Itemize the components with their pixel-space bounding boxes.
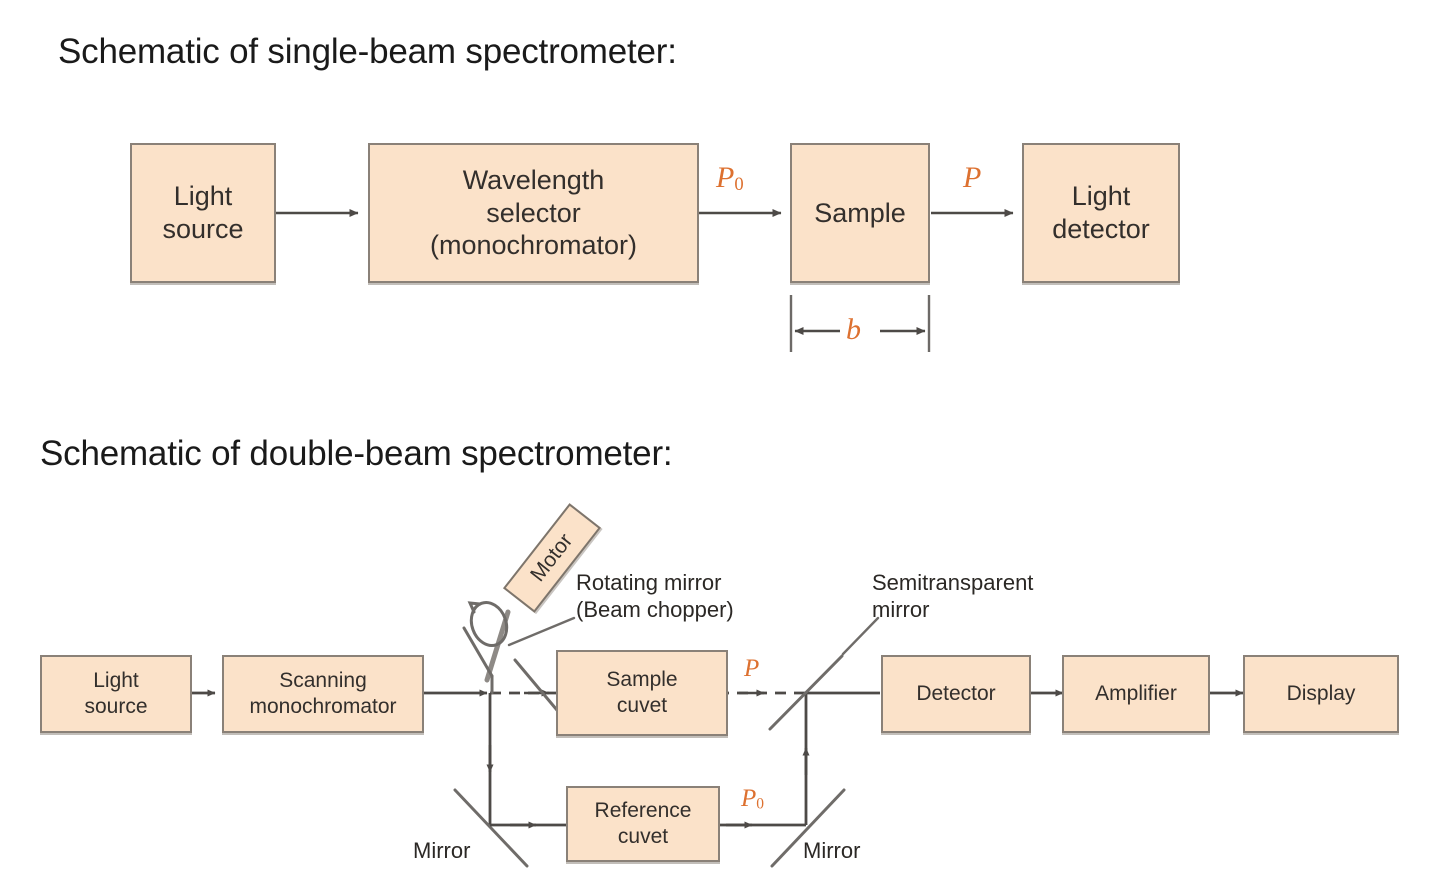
annotation-semitransparent-mirror: Semitransparent mirror (872, 570, 1033, 624)
single-beam-heading: Schematic of single-beam spectrometer: (58, 32, 677, 71)
symbol-p-double: P (744, 655, 760, 682)
annotation-line-1: Mirror (413, 838, 471, 863)
annotation-rotating-mirror: Rotating mirror (Beam chopper) (576, 570, 734, 624)
symbol-p-single: P (963, 161, 982, 194)
box-label: Motor (526, 529, 578, 586)
box-label: Sample (814, 197, 906, 228)
annotation-line-1: Rotating mirror (576, 570, 722, 595)
symbol-p-zero-single: P0 (716, 161, 744, 195)
annotation-line-1: Semitransparent (872, 570, 1034, 595)
box-detector[interactable]: Detector (881, 655, 1031, 733)
box-label: Display (1286, 682, 1356, 706)
box-sample[interactable]: Sample (790, 143, 930, 283)
box-amplifier[interactable]: Amplifier (1062, 655, 1210, 733)
box-label: Amplifier (1095, 682, 1177, 706)
double-beam-heading: Schematic of double-beam spectrometer: (40, 434, 673, 473)
box-display[interactable]: Display (1243, 655, 1399, 733)
box-label: Detector (916, 682, 996, 706)
annotation-line-1: Mirror (803, 838, 861, 863)
annotation-line-2: (Beam chopper) (576, 596, 734, 622)
symbol-p-zero-double: P0 (741, 785, 765, 813)
annotation-line-2: mirror (872, 596, 930, 622)
symbol-pathlength-b: b (846, 313, 861, 346)
annotation-mirror-right: Mirror (803, 838, 860, 865)
annotation-mirror-left: Mirror (413, 838, 470, 865)
